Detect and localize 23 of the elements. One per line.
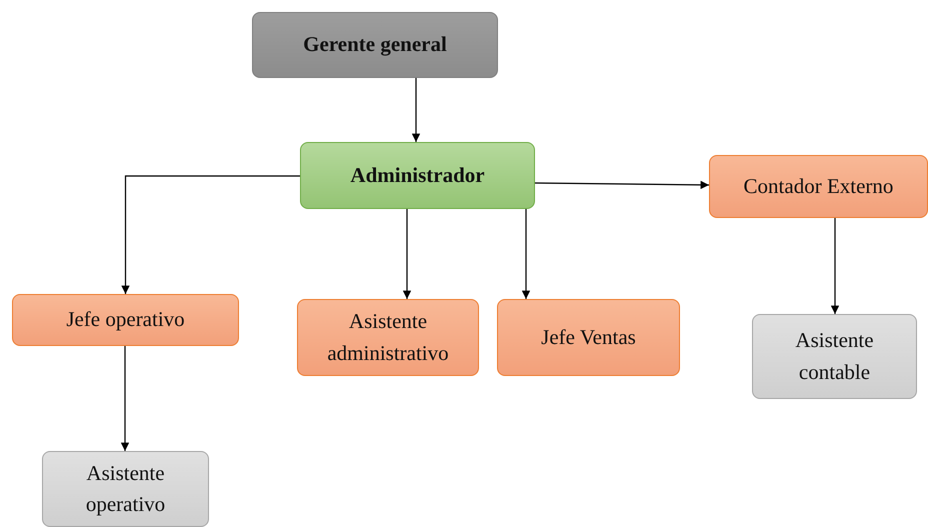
- arrow: [412, 78, 420, 142]
- arrow: [120, 346, 130, 451]
- role-title: Asistente contable: [794, 327, 875, 386]
- role-title: Asistente administrativo: [326, 308, 450, 366]
- arrow: [121, 175, 300, 294]
- role-box: [709, 155, 928, 218]
- role-box: [297, 299, 479, 376]
- role-box: [752, 314, 917, 399]
- role-title: Administrador: [350, 162, 485, 189]
- role-box: [497, 299, 680, 376]
- arrow: [535, 180, 709, 190]
- role-title: Jefe operativo: [66, 306, 185, 334]
- role-box: [12, 294, 239, 346]
- manager-box: [252, 12, 498, 78]
- role-title: Contador Externo: [744, 172, 894, 200]
- role-title: Asistente operativo: [84, 460, 166, 518]
- arrow: [522, 209, 530, 299]
- arrow: [402, 209, 412, 299]
- arrow: [830, 218, 840, 314]
- role-box: [42, 451, 209, 527]
- role-box: [300, 142, 535, 209]
- role-title: Jefe Ventas: [541, 324, 636, 351]
- role-title: Gerente general: [303, 31, 447, 58]
